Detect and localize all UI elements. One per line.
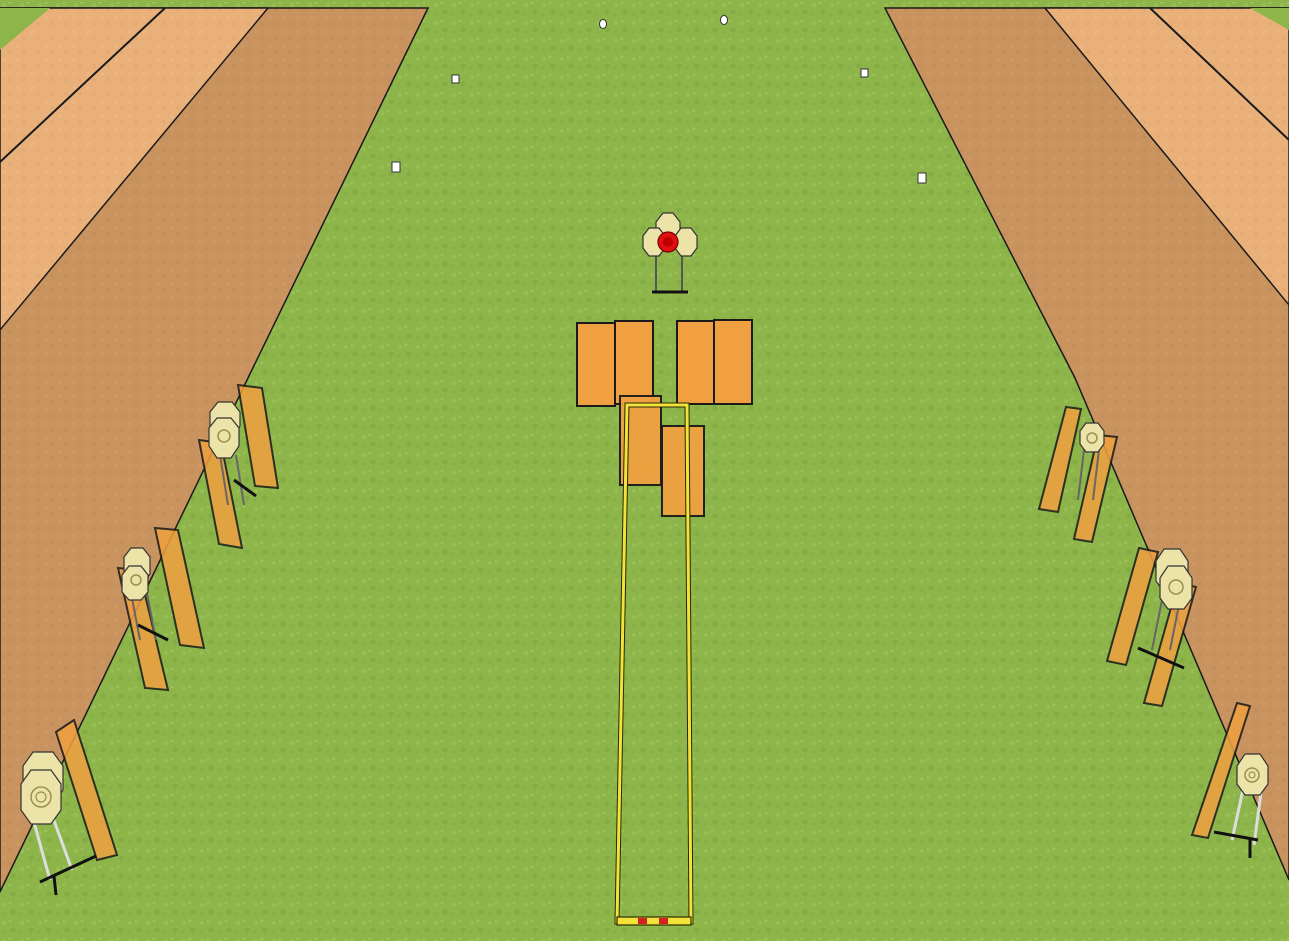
barricade-panel-4 bbox=[714, 320, 752, 404]
barricade-panel-2 bbox=[615, 321, 653, 404]
barricade-panel-6 bbox=[662, 426, 704, 516]
marker-far-right bbox=[721, 16, 728, 25]
start-mark-left bbox=[638, 918, 647, 924]
marker-mid-right bbox=[861, 69, 868, 77]
marker-far-left bbox=[600, 20, 607, 29]
start-mark-right bbox=[659, 918, 668, 924]
barricade-panel-1 bbox=[577, 323, 615, 406]
marker-mid-left bbox=[452, 75, 459, 83]
marker-near-right bbox=[918, 173, 926, 183]
barricade-panel-3 bbox=[677, 321, 714, 404]
marker-near-left bbox=[392, 162, 400, 172]
